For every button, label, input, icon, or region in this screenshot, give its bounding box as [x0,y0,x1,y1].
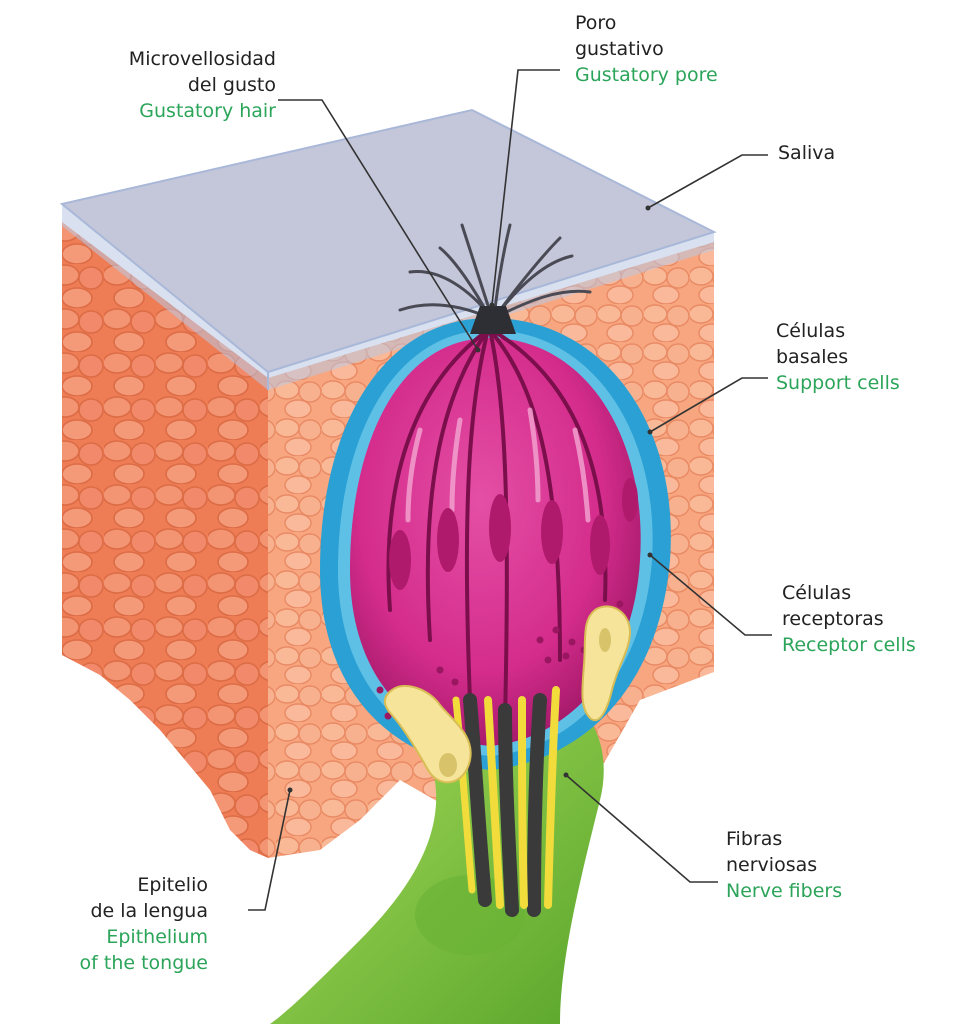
receptor-cell-nuclei [389,478,638,590]
label-saliva: Saliva [778,142,836,164]
label-receptor-cells: Células receptoras Receptor cells [782,582,916,656]
nerve-fibers [452,686,560,917]
label-nerve-fibers: Fibras nerviosas Nerve fibers [726,828,843,902]
basal-cell-right [581,605,632,722]
saliva-outline [59,108,717,374]
epithelium-left-face [62,222,268,858]
label-gustatory-hair: Microvellosidad del gusto Gustatory hair [128,48,276,122]
saliva-layer-rim [62,110,714,390]
leader-lines [248,69,772,911]
label-gustatory-pore: Poro gustativo Gustatory pore [575,12,718,86]
gustatory-pore [470,306,516,334]
label-epithelium: Epitelio de la lengua Epithelium of the … [79,874,208,974]
label-support-cells: Células basales Support cells [776,320,900,394]
